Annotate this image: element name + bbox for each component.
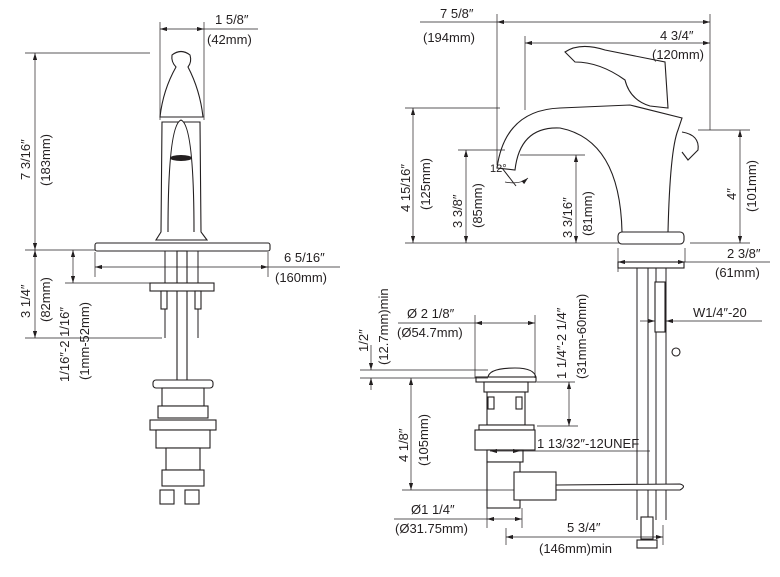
- plate-width-in: 6 5/16″: [284, 250, 325, 265]
- drain-length-mm: (105mm): [416, 414, 431, 466]
- outlet-height-mm: (81mm): [580, 191, 595, 236]
- supply-connector: [654, 281, 666, 333]
- aerator: [170, 155, 192, 161]
- handle-height-in: 4″: [724, 188, 739, 200]
- plate-width-mm: (160mm): [275, 270, 327, 285]
- faucet-handle: [159, 50, 204, 118]
- drain-assembly: 1/2″ (12.7mm)min Ø 2 1/8″ (Ø54.7mm) 1 1/…: [356, 288, 685, 556]
- overall-depth-in: 7 5/8″: [440, 6, 474, 21]
- overall-height-in: 7 3/16″: [18, 139, 33, 180]
- handle-height-mm: (101mm): [744, 160, 759, 212]
- base-width-in: 2 3/8″: [727, 246, 761, 261]
- rod-length-mm: (146mm)min: [539, 541, 612, 556]
- body-range-in: 1 1/4″-2 1/4″: [554, 307, 569, 379]
- overall-depth-mm: (194mm): [423, 30, 475, 45]
- flange-diameter-in: Ø 2 1/8″: [407, 306, 455, 321]
- flange-height-in: 1/2″: [356, 329, 371, 352]
- spout-reach-in: 4 3/4″: [660, 28, 694, 43]
- lift-rod-end: [636, 539, 658, 549]
- spout-front: [167, 119, 195, 233]
- front-view: 1 5/8″ (42mm) 7 3/16″ (183mm) 6 5/16″ (1…: [18, 12, 340, 505]
- lever-handle: [564, 45, 669, 109]
- handle-width-in: 1 5/8″: [215, 12, 249, 27]
- handle-width-mm: (42mm): [207, 32, 252, 47]
- side-plate: [617, 261, 685, 269]
- deck-thickness-in: 1/16″-2 1/16″: [57, 307, 72, 382]
- aerator-height-in: 3 3/8″: [450, 194, 465, 228]
- deck-plate: [94, 242, 271, 252]
- pivot-nut: [513, 471, 557, 501]
- shank-length-mm: (82mm): [38, 277, 53, 322]
- shank-length-in: 3 1/4″: [18, 284, 33, 318]
- base-width-mm: (61mm): [715, 265, 760, 280]
- spout-height-in: 4 15/16″: [398, 164, 413, 212]
- tail-diameter-in: Ø1 1/4″: [411, 502, 455, 517]
- drain-gasket: [478, 424, 535, 431]
- spout-height-mm: (125mm): [418, 158, 433, 210]
- outlet-height-in: 3 3/16″: [560, 197, 575, 238]
- aerator-height-mm: (85mm): [470, 183, 485, 228]
- drain-length-in: 4 1/8″: [396, 428, 411, 462]
- side-base: [617, 231, 685, 245]
- flange-height-mm: (12.7mm)min: [376, 288, 391, 365]
- handle-tail: [681, 131, 699, 161]
- drain-nut: [474, 429, 536, 451]
- lift-rod-clip: [640, 516, 654, 540]
- drain-thread-label: 1 13/32″-12UNEF: [537, 436, 639, 451]
- flange-diameter-mm: (Ø54.7mm): [397, 325, 463, 340]
- drain-collar: [483, 381, 529, 393]
- overall-height-mm: (183mm): [38, 134, 53, 186]
- drain-tailpiece: [486, 449, 524, 463]
- thread-label: W1/4″-20: [693, 305, 747, 320]
- mounting-hardware: [149, 250, 217, 505]
- side-view: 7 5/8″ (194mm) 4 3/4″ (120mm) 4 15/16″ (…: [398, 6, 770, 549]
- angle-label: 12°: [490, 163, 507, 175]
- deck-thickness-mm: (1mm-52mm): [77, 302, 92, 380]
- spout-reach-mm: (120mm): [652, 47, 704, 62]
- rod-length-in: 5 3/4″: [567, 520, 601, 535]
- body-range-mm: (31mm-60mm): [574, 294, 589, 379]
- tail-diameter-mm: (Ø31.75mm): [395, 521, 468, 536]
- pivot-rod: [555, 483, 685, 491]
